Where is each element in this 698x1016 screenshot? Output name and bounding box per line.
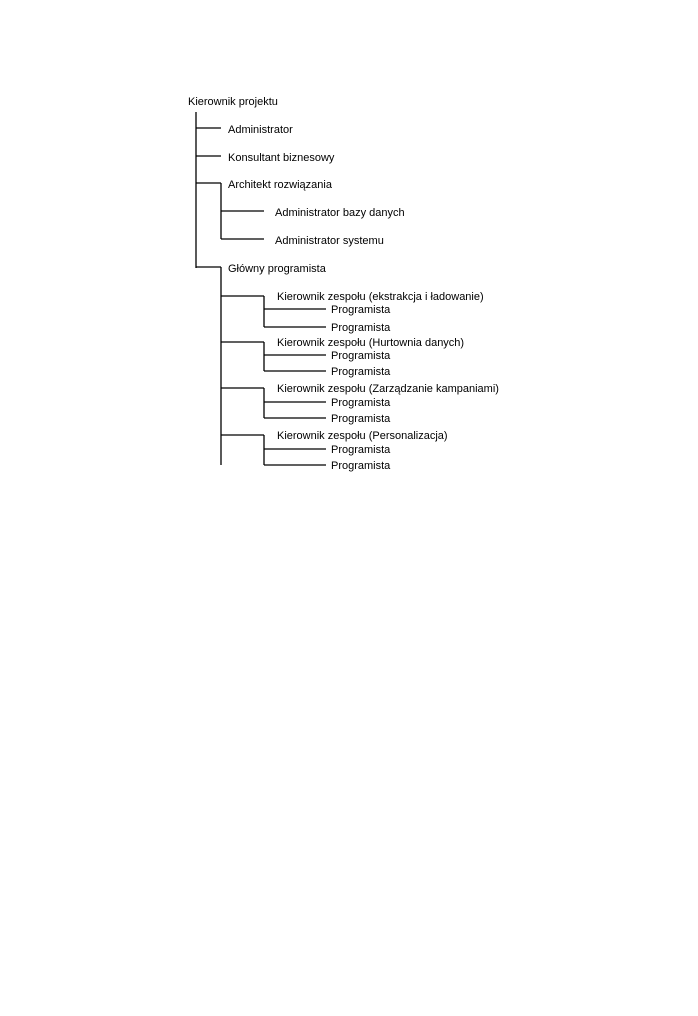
node-solution-architect: Architekt rozwiązania xyxy=(228,179,333,191)
node-database-administrator: Administrator bazy danych xyxy=(275,207,405,219)
node-programmer: Programista xyxy=(331,304,391,316)
node-programmer: Programista xyxy=(331,444,391,456)
node-programmer: Programista xyxy=(331,413,391,425)
node-lead-programmer: Główny programista xyxy=(228,263,327,275)
node-programmer: Programista xyxy=(331,460,391,472)
node-business-consultant: Konsultant biznesowy xyxy=(228,152,335,164)
node-team-lead-campaign-management: Kierownik zespołu (Zarządzanie kampaniam… xyxy=(277,383,499,395)
node-programmer: Programista xyxy=(331,350,391,362)
tree-edges xyxy=(195,112,326,466)
node-programmer: Programista xyxy=(331,322,391,334)
node-programmer: Programista xyxy=(331,397,391,409)
node-project-manager: Kierownik projektu xyxy=(188,96,278,108)
node-administrator: Administrator xyxy=(228,124,293,136)
node-system-administrator: Administrator systemu xyxy=(275,235,384,247)
node-team-lead-etl: Kierownik zespołu (ekstrakcja i ładowani… xyxy=(277,291,484,303)
node-programmer: Programista xyxy=(331,366,391,378)
node-team-lead-data-warehouse: Kierownik zespołu (Hurtownia danych) xyxy=(277,337,464,349)
node-team-lead-personalization: Kierownik zespołu (Personalizacja) xyxy=(277,430,448,442)
